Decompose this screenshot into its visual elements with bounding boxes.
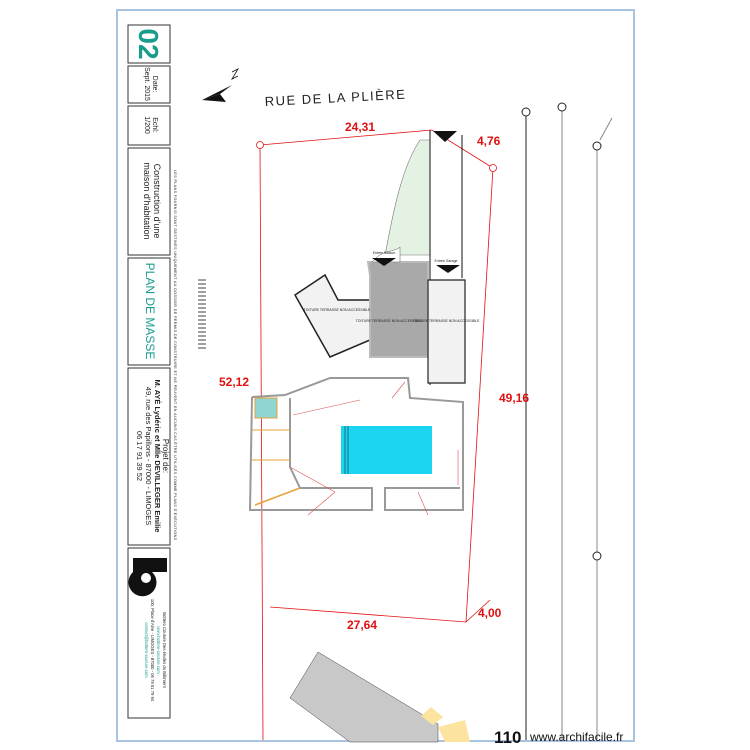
roof-left-label: TOITURE TERRASSE NON ACCESSIBLE (304, 308, 371, 312)
north-arrow-icon (202, 68, 240, 102)
date-value: Sept. 2015 (143, 67, 150, 101)
company-email[interactable]: contact@bottero-couture.com (144, 622, 149, 678)
project-type-line1: Construction d'une (152, 164, 162, 239)
drawing-title: PLAN DE MASSE (143, 263, 157, 360)
scale-value: 1/200 (143, 116, 150, 134)
sheet-number: 02 (133, 28, 164, 59)
street-name: RUE DE LA PLIÈRE (264, 87, 406, 109)
title-block (127, 24, 171, 719)
dimension-top: 24,31 (345, 120, 375, 134)
road-lines (521, 102, 613, 740)
client-phone: 06 17 91 39 52 (135, 431, 144, 481)
driveway (384, 130, 463, 385)
dimension-left: 52,12 (219, 375, 249, 389)
terrace-walls (248, 377, 464, 511)
scale-label: Echl: (151, 117, 158, 133)
company-web[interactable]: www.bottero-couture.com (156, 626, 161, 674)
property-boundary (256, 129, 497, 741)
project-label: Projet de: (161, 439, 170, 473)
disclaimer: LES PLANS FOURNIS SONT DESTINÉS UNIQUEME… (173, 170, 178, 541)
company-name: Bottero Couture Des études du Bâtiment (162, 612, 167, 688)
hatch-block (198, 279, 206, 349)
watermark: www.archifacile.fr (529, 730, 623, 744)
house-building (294, 246, 466, 384)
page-count: 110 (494, 728, 521, 747)
annotation-lines (289, 381, 459, 516)
roof-right-label: TOITURE TERRASSE NON ACCESSIBLE (413, 319, 480, 323)
roof-center-label: TOITURE TERRASSE NON ACCESSIBLE (356, 319, 423, 323)
dimension-top-right: 4,76 (477, 134, 501, 148)
company-logo (128, 558, 167, 597)
entry-garage-label: Entrée Garage (435, 259, 458, 263)
swimming-pool (341, 426, 432, 474)
entry-house-label: Entrée Maison (373, 251, 396, 255)
project-type-line2: maison d'habitation (142, 162, 152, 239)
client-address: 49, rue des Papillons - 87000 - LIMOGES (144, 387, 153, 525)
dimension-bottom-right: 4,00 (478, 606, 502, 620)
neighbour-building (289, 651, 470, 743)
dimension-bottom: 27,64 (347, 618, 377, 632)
date-label: Date: (151, 76, 158, 93)
dimension-right: 49,16 (499, 391, 529, 405)
client-name: M. AYÉ Lydéric et Mlle DEVILLEGER Emilie (153, 380, 162, 533)
company-address: 100, Place d'Aine - LIMOGES - 87000 - 06… (150, 599, 155, 702)
